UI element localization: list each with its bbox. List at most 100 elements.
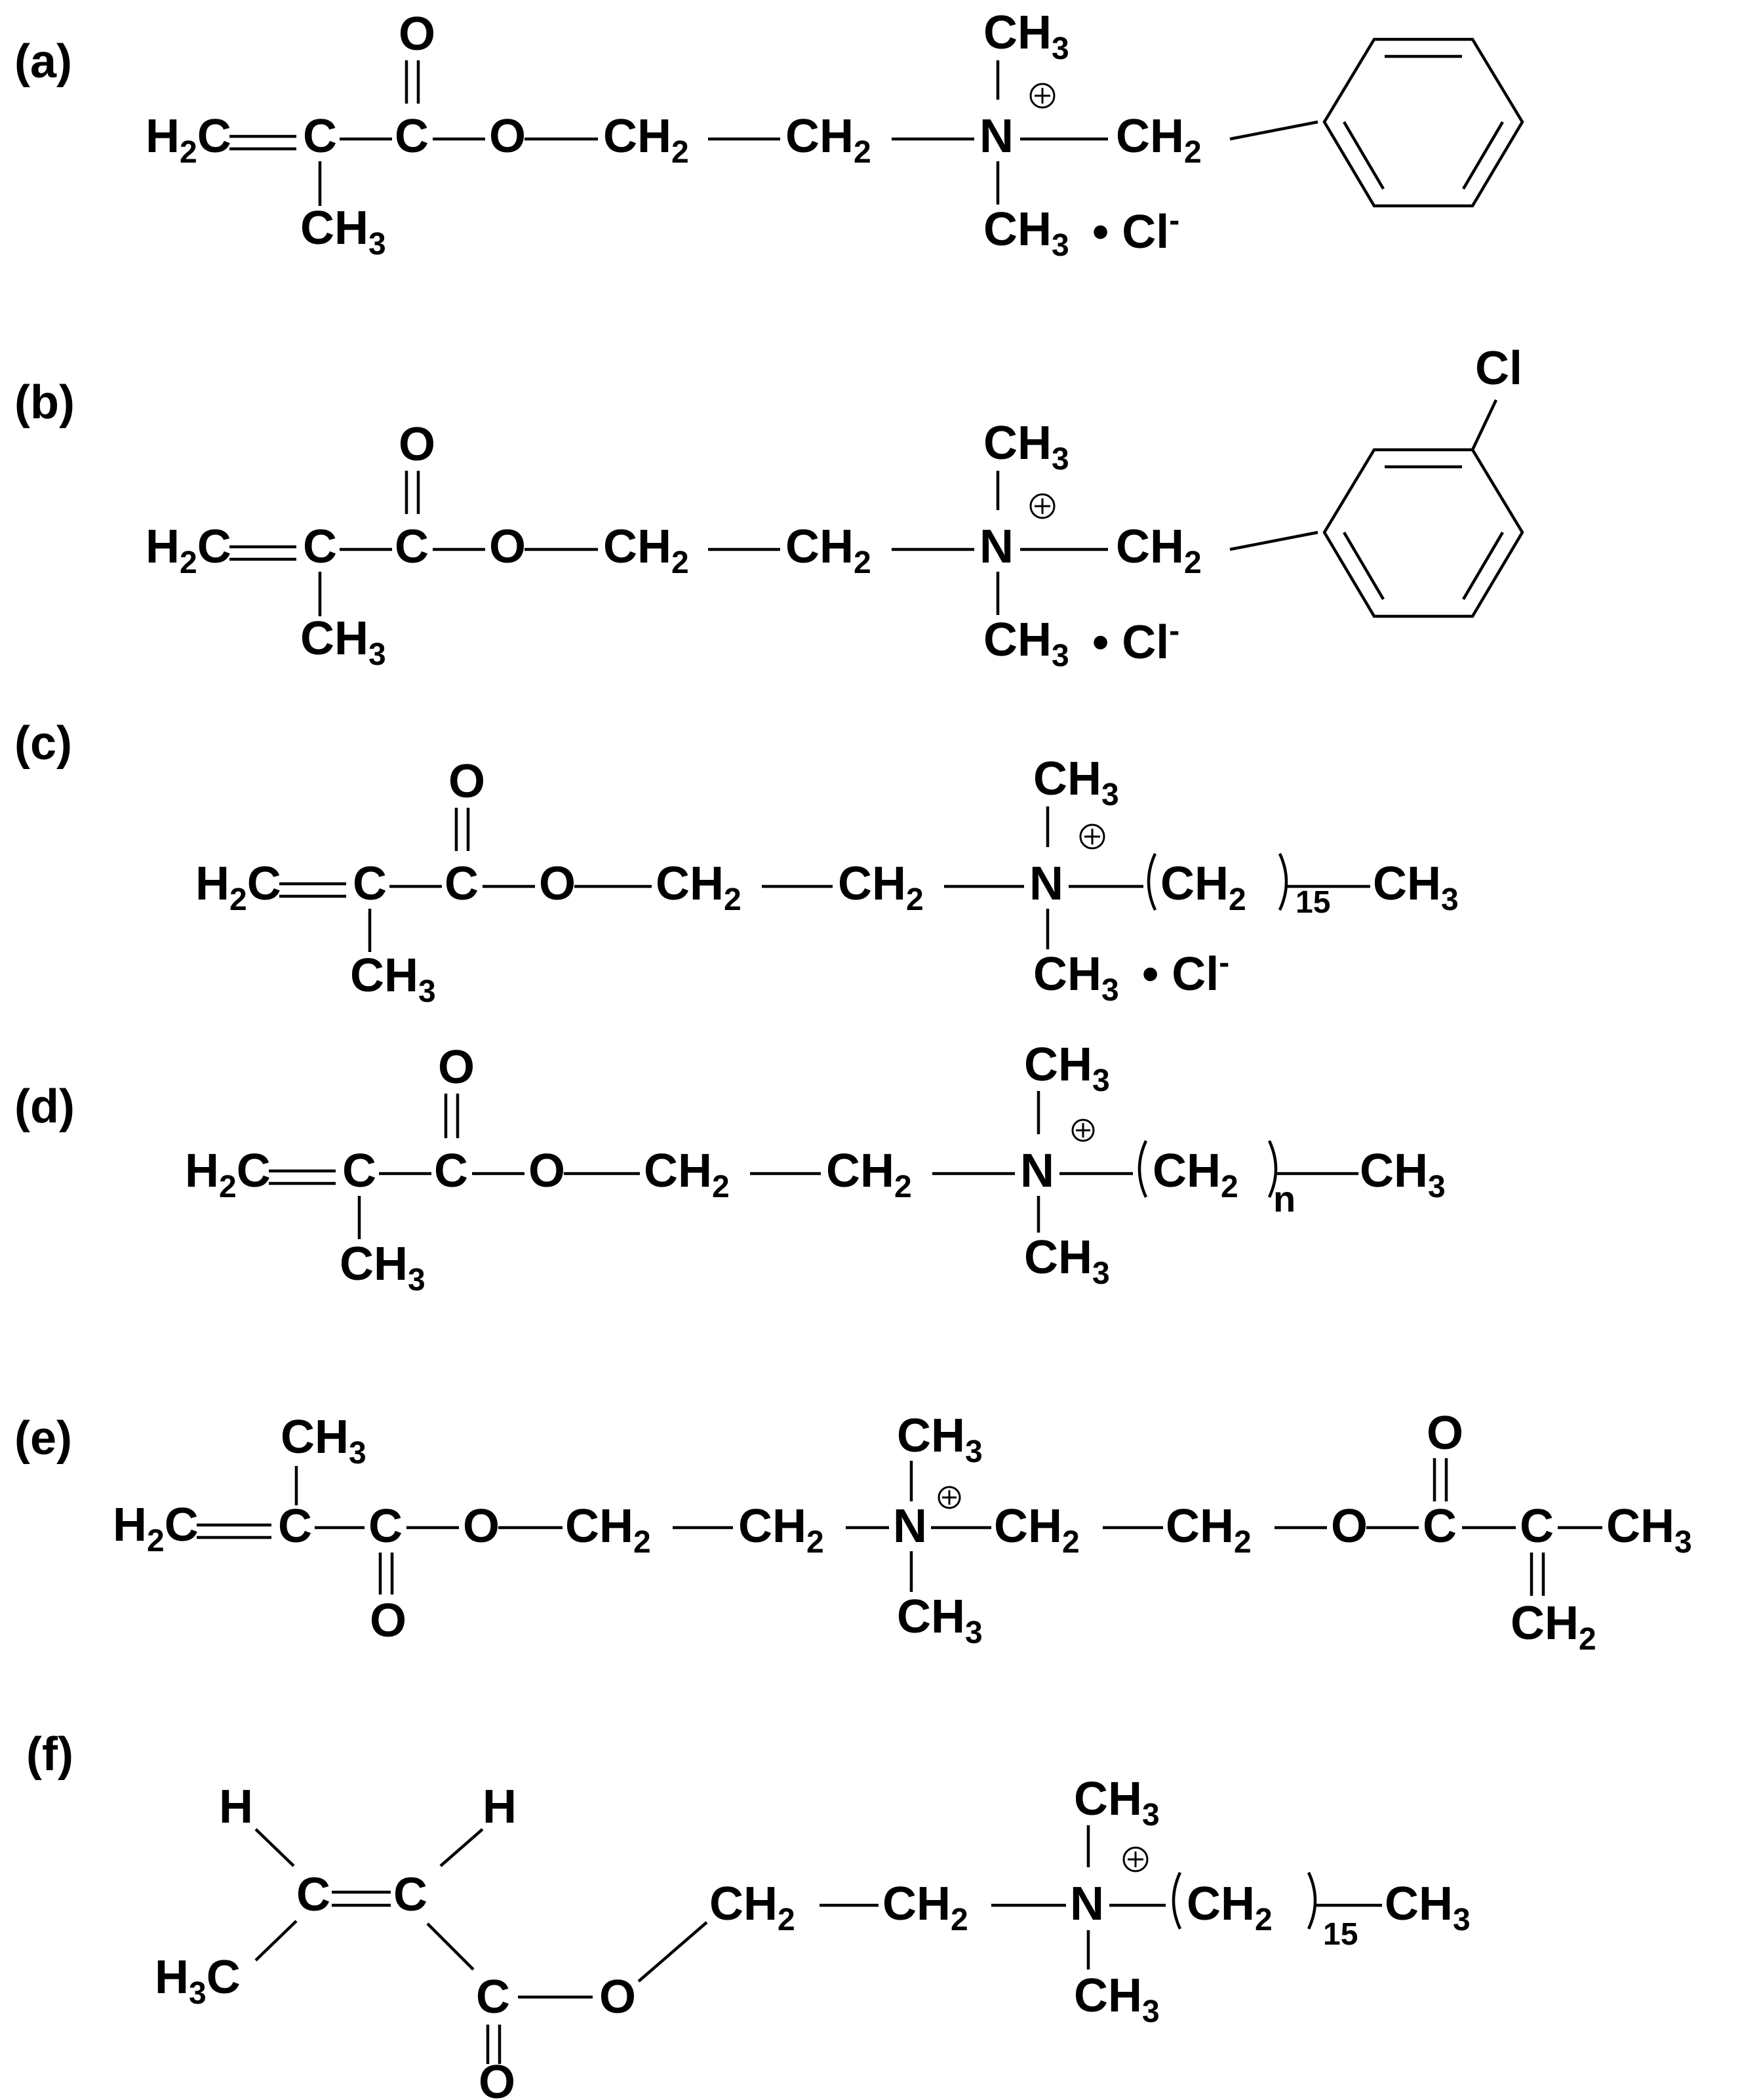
- panel-b: (b) H2C C CH3 C O O CH2 CH2 N CH3 CH3 • …: [14, 342, 1524, 673]
- bond: [439, 1828, 484, 1867]
- panel-label-b: (b): [14, 376, 75, 429]
- atom-o-carbonyl: O: [370, 1595, 406, 1647]
- bracket-left: [1137, 1140, 1148, 1198]
- panel-f: (f) H H C C H3C C O O CH2 CH2 N CH3 CH3: [26, 1728, 1471, 2100]
- atom-o-carbonyl: O: [479, 2056, 515, 2100]
- atom-ch2-vinyl: CH2: [1511, 1597, 1596, 1657]
- atom-ch2: CH2: [709, 1878, 795, 1937]
- atom-ch2: CH2: [603, 110, 689, 170]
- panel-d: (d) H2C C CH3 C O O CH2 CH2 N CH3 CH3 CH…: [14, 1039, 1446, 1298]
- bracket-right: [1307, 1872, 1317, 1930]
- atom-ch3: CH3: [1360, 1145, 1446, 1204]
- atom-c: C: [303, 110, 337, 163]
- bond: [254, 1920, 298, 1962]
- atom-h: H: [219, 1781, 253, 1833]
- atom-h2c: H2C: [146, 110, 231, 170]
- atom-ch3: CH3: [1385, 1878, 1471, 1937]
- panel-label-a: (a): [14, 35, 72, 88]
- atom-o-carbonyl: O: [399, 418, 435, 471]
- panel-label-c: (c): [14, 717, 72, 770]
- bracket-left: [1147, 853, 1157, 911]
- atom-ch3: CH3: [983, 7, 1069, 66]
- atom-c: C: [1423, 1500, 1457, 1553]
- atom-o: O: [599, 1971, 636, 2023]
- atom-ch2-repeat: CH2: [1187, 1878, 1273, 1937]
- atom-ch3: CH3: [1024, 1039, 1110, 1098]
- atom-o-carbonyl: O: [399, 8, 435, 60]
- bond: [1229, 530, 1318, 551]
- atom-h: H: [483, 1781, 517, 1833]
- atom-o-carbonyl: O: [438, 1041, 475, 1094]
- bracket-right: [1278, 853, 1288, 911]
- atom-o: O: [489, 521, 526, 573]
- repeat-subscript: 15: [1323, 1917, 1358, 1952]
- atom-c-carbonyl: C: [476, 1971, 510, 2023]
- atom-n: N: [1020, 1145, 1054, 1197]
- atom-o-carbonyl: O: [1427, 1407, 1463, 1459]
- atom-h2c: H2C: [185, 1145, 271, 1204]
- counter-ion: • Cl-: [1142, 945, 1229, 1000]
- atom-o: O: [539, 858, 576, 910]
- atom-o: O: [528, 1145, 565, 1197]
- atom-c: C: [296, 1869, 330, 1921]
- atom-ch3: CH3: [983, 614, 1069, 673]
- atom-ch3: CH3: [340, 1238, 425, 1298]
- atom-n: N: [893, 1500, 927, 1553]
- atom-ch2-repeat: CH2: [1153, 1145, 1238, 1204]
- positive-charge-icon: [1029, 493, 1056, 519]
- repeat-subscript: n: [1273, 1178, 1295, 1219]
- atom-h3c: H3C: [155, 1951, 241, 2011]
- atom-c: C: [393, 1869, 427, 1921]
- panel-e: (e) CH3 H2C C C O O CH2 CH2 N CH3 CH3 CH…: [14, 1407, 1692, 1657]
- benzene-ring-icon: [1322, 448, 1524, 618]
- atom-ch2: CH2: [826, 1145, 912, 1204]
- bond: [637, 1921, 708, 1983]
- atom-ch3: CH3: [281, 1411, 366, 1471]
- repeat-subscript: 15: [1295, 885, 1330, 920]
- atom-ch3: CH3: [350, 949, 436, 1009]
- atom-ch3: CH3: [1074, 1970, 1160, 2029]
- atom-ch3: CH3: [1033, 753, 1119, 812]
- atom-ch2: CH2: [882, 1878, 968, 1937]
- atom-ch2: CH2: [994, 1500, 1080, 1560]
- atom-ch3: CH3: [1024, 1231, 1110, 1291]
- atom-ch3: CH3: [983, 203, 1069, 263]
- bond: [1471, 399, 1498, 450]
- atom-ch2: CH2: [603, 521, 689, 580]
- panel-label-e: (e): [14, 1412, 72, 1465]
- atom-ch2: CH2: [838, 858, 924, 917]
- atom-n: N: [979, 521, 1014, 573]
- atom-h2c: H2C: [195, 858, 281, 917]
- panel-c: (c) H2C C CH3 C O O CH2 CH2 N CH3 CH3 • …: [14, 717, 1459, 1009]
- atom-ch3: CH3: [897, 1591, 983, 1650]
- counter-ion: • Cl-: [1092, 203, 1179, 258]
- atom-ch2-repeat: CH2: [1160, 858, 1246, 917]
- panel-label-f: (f): [26, 1728, 73, 1781]
- atom-n: N: [1070, 1878, 1104, 1930]
- atom-c: C: [368, 1500, 403, 1553]
- atom-c: C: [445, 858, 479, 910]
- atom-ch2: CH2: [1166, 1500, 1252, 1560]
- atom-ch3: CH3: [300, 202, 386, 262]
- atom-ch3: CH3: [1074, 1773, 1160, 1833]
- atom-ch2: CH2: [1116, 521, 1202, 580]
- positive-charge-icon: [938, 1486, 961, 1509]
- atom-n: N: [979, 110, 1014, 163]
- bond: [1229, 120, 1318, 141]
- atom-c: C: [395, 110, 429, 163]
- atom-c: C: [342, 1145, 376, 1197]
- benzene-ring-icon: [1322, 37, 1524, 208]
- bracket-left: [1172, 1872, 1182, 1930]
- bracket-right: [1267, 1140, 1278, 1198]
- atom-h2c: H2C: [146, 521, 231, 580]
- atom-ch2: CH2: [565, 1500, 651, 1560]
- atom-h2c: H2C: [113, 1499, 199, 1558]
- atom-c: C: [395, 521, 429, 573]
- atom-c: C: [303, 521, 337, 573]
- atom-ch2: CH2: [656, 858, 741, 917]
- atom-c: C: [1520, 1500, 1554, 1553]
- atom-ch2: CH2: [785, 521, 871, 580]
- atom-ch2: CH2: [785, 110, 871, 170]
- atom-ch3: CH3: [983, 417, 1069, 477]
